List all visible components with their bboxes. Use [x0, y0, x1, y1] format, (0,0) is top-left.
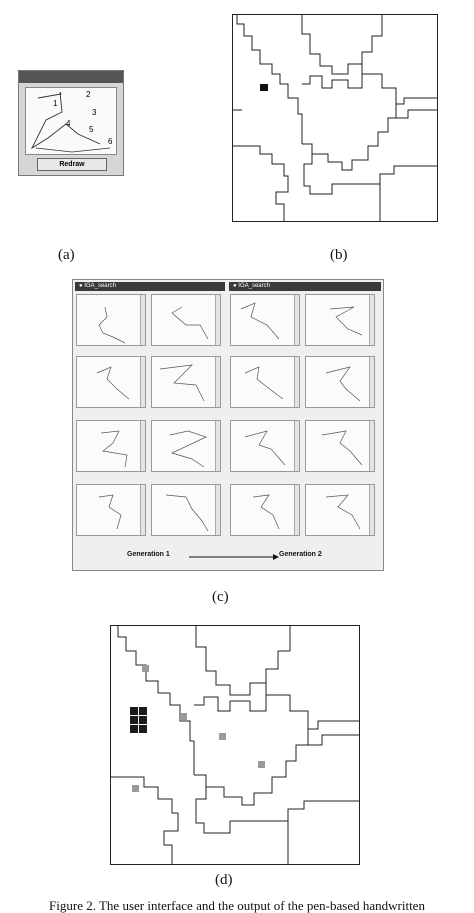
- iga-window-title: IGA_search: [84, 283, 116, 289]
- scrollbar[interactable]: [140, 485, 145, 535]
- caption-c: (c): [212, 589, 229, 605]
- som-map-b: [232, 14, 438, 222]
- stroke-number: 1: [53, 99, 58, 108]
- window-menu-icon: ●: [233, 283, 237, 289]
- scrollbar[interactable]: [215, 421, 220, 471]
- window-titlebar: [19, 71, 123, 83]
- figure-caption: Figure 2. The user interface and the out…: [49, 898, 425, 913]
- candidate-drawing[interactable]: [151, 420, 221, 472]
- iga-window-titlebar-1: ● IGA_search: [75, 282, 225, 291]
- candidate-drawing[interactable]: [76, 356, 146, 408]
- window-menu-icon: ●: [79, 283, 83, 289]
- scrollbar[interactable]: [140, 295, 145, 345]
- iga-search-panel: ● IGA_search ● IGA_search Generation 1 G…: [72, 279, 384, 571]
- redraw-button[interactable]: Redraw: [37, 158, 107, 171]
- generation-2-label: Generation 2: [279, 551, 322, 558]
- caption-a: (a): [58, 247, 75, 263]
- stroke-number: 6: [108, 137, 113, 146]
- selected-cell: [260, 84, 268, 91]
- scrollbar[interactable]: [140, 421, 145, 471]
- scrollbar[interactable]: [369, 357, 374, 407]
- map-boundaries: [232, 14, 438, 222]
- arrow-right-icon: [189, 554, 279, 560]
- selected-cells-cluster: [130, 707, 147, 733]
- stroke-number: 5: [89, 125, 94, 134]
- candidate-drawing[interactable]: [76, 484, 146, 536]
- candidate-drawing[interactable]: [151, 484, 221, 536]
- candidate-drawing[interactable]: [151, 356, 221, 408]
- map-boundaries: [110, 625, 360, 865]
- caption-d: (d): [215, 872, 233, 888]
- scrollbar[interactable]: [294, 357, 299, 407]
- candidate-drawing[interactable]: [151, 294, 221, 346]
- scrollbar[interactable]: [294, 421, 299, 471]
- generation-1-label: Generation 1: [127, 551, 170, 558]
- candidate-cells: [132, 665, 265, 792]
- candidate-drawing[interactable]: [230, 294, 300, 346]
- stroke-number: 2: [86, 90, 91, 99]
- candidate-drawing[interactable]: [230, 420, 300, 472]
- scrollbar[interactable]: [215, 357, 220, 407]
- scrollbar[interactable]: [215, 295, 220, 345]
- candidate-drawing[interactable]: [76, 294, 146, 346]
- som-map-d: [110, 625, 360, 865]
- stroke-number: 3: [92, 108, 97, 117]
- candidate-drawing[interactable]: [305, 484, 375, 536]
- candidate-drawing[interactable]: [76, 420, 146, 472]
- scrollbar[interactable]: [369, 485, 374, 535]
- scrollbar[interactable]: [294, 485, 299, 535]
- candidate-drawing[interactable]: [230, 484, 300, 536]
- iga-window-titlebar-2: ● IGA_search: [229, 282, 381, 291]
- candidate-drawing[interactable]: [305, 356, 375, 408]
- candidate-drawing[interactable]: [305, 294, 375, 346]
- scrollbar[interactable]: [215, 485, 220, 535]
- scrollbar[interactable]: [369, 295, 374, 345]
- candidate-drawing[interactable]: [305, 420, 375, 472]
- scrollbar[interactable]: [369, 421, 374, 471]
- pen-stroke-base: [35, 147, 111, 153]
- scrollbar[interactable]: [140, 357, 145, 407]
- iga-window-title: IGA_search: [238, 283, 270, 289]
- pen-stroke: [30, 91, 101, 150]
- drawing-canvas[interactable]: 1 2 3 4 5 6: [25, 87, 117, 155]
- scrollbar[interactable]: [294, 295, 299, 345]
- caption-b: (b): [330, 247, 348, 263]
- candidate-drawing[interactable]: [230, 356, 300, 408]
- stroke-number: 4: [66, 119, 71, 128]
- redraw-window: 1 2 3 4 5 6 Redraw: [18, 70, 124, 176]
